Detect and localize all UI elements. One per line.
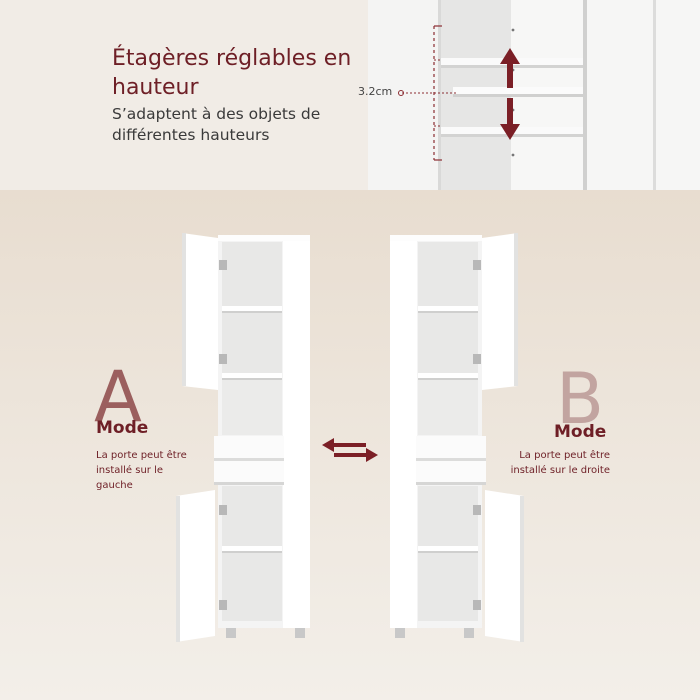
measure-label: 3.2cm (358, 85, 393, 98)
page-subtitle: S’adaptent à des objets de différentes h… (112, 105, 321, 144)
mode-b-description: La porte peut être installé sur le droit… (510, 450, 610, 476)
cabinets-scene (176, 233, 524, 642)
mode-a-description: La porte peut être installé sur le gauch… (96, 450, 187, 491)
shelf-closeup-drawing (368, 0, 700, 190)
cabinet-b (390, 233, 524, 642)
shelf-closeup-photo (368, 0, 700, 190)
swap-arrows-icon (322, 438, 378, 462)
arrow-up-icon (500, 48, 520, 88)
mode-b-title: Mode (554, 422, 607, 442)
mode-a-letter: A (94, 356, 142, 438)
cabinet-a (176, 233, 310, 642)
arrow-down-icon (500, 98, 520, 140)
mode-a-title: Mode (96, 418, 149, 438)
mode-b-letter: B (556, 358, 605, 440)
page-title: Étagères réglables en hauteur (112, 46, 352, 100)
